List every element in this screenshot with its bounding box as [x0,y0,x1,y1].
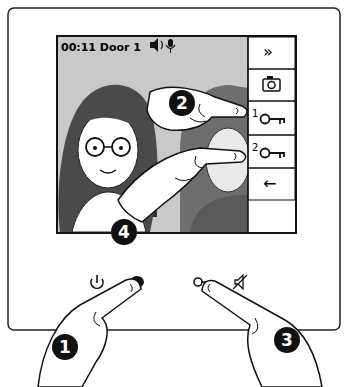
screen-frame [57,36,296,233]
key-icon [261,149,270,158]
menu-symbol: » [263,44,273,60]
key-index: 2 [252,143,258,153]
callout-number: 2 [169,90,195,116]
speaker-wave [161,41,163,49]
hand-crease [175,153,236,181]
hand [38,279,141,387]
menu-symbol: ← [263,176,276,192]
hand-crease [94,284,133,326]
woman-fringe [80,107,140,130]
glasses-lens [86,138,104,156]
mute-icon [235,275,243,289]
power-icon [96,275,98,283]
key-icon [270,119,286,124]
callout-number: 4 [111,219,137,245]
hand-crease [208,284,258,334]
key-icon [270,153,286,158]
camera-icon [263,79,280,91]
eye [93,146,97,150]
man-shirt [190,195,248,232]
screen-text: 00:11 Door 1 [61,42,141,53]
panel-button [248,168,295,200]
glasses-lens [112,138,130,156]
hand [147,87,247,130]
glasses-bridge [104,146,112,148]
woman-face [78,112,138,188]
callout-number: 3 [274,327,300,353]
eye [119,146,123,150]
panel-button [248,37,295,69]
device-body [8,8,340,330]
callout-number: 1 [52,334,78,360]
key-index: 1 [252,109,258,119]
speaker-icon [150,38,158,52]
mic-icon [168,39,173,47]
panel-button [248,135,295,168]
hand [202,280,322,387]
key-button-icon [194,278,202,286]
mouth [100,170,116,173]
panel-button [248,69,295,101]
hand-crease [190,104,238,122]
hand [118,148,246,222]
panel-button [248,101,295,135]
camera-top [267,76,273,79]
side-panel [248,37,295,232]
mute-slash [233,275,247,289]
key-icon [261,115,270,124]
mic-stand [166,45,175,53]
camera-lens [268,82,275,89]
